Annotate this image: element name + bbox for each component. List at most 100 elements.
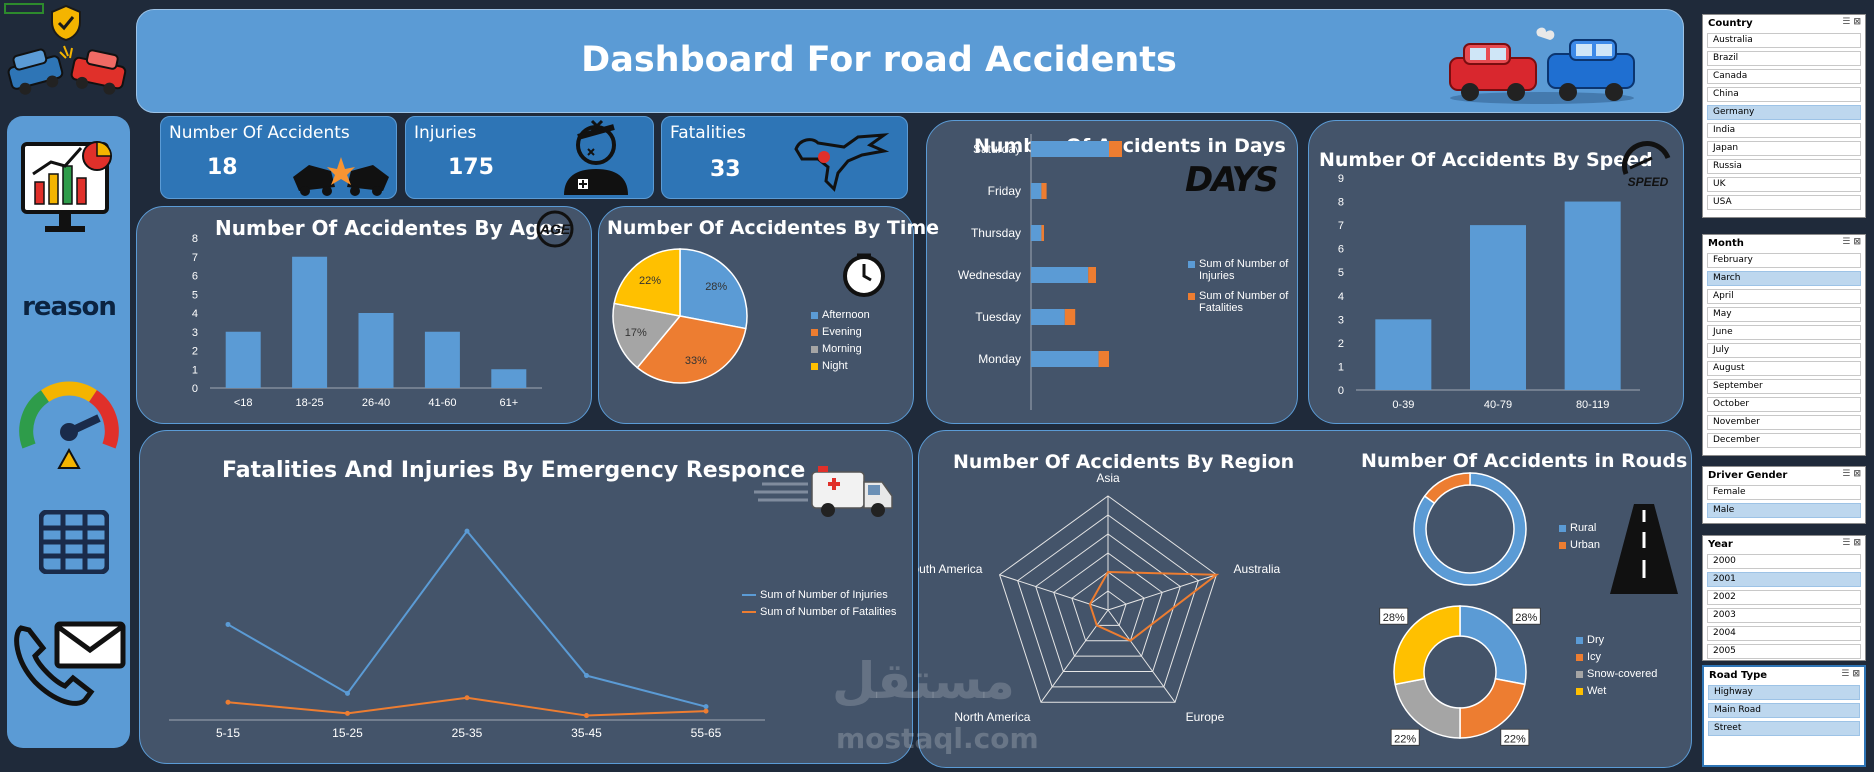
legend-swatch [1576, 636, 1583, 644]
radar-axis-label: North America [954, 710, 1030, 724]
legend-line [742, 594, 756, 596]
slicer-item[interactable]: October [1707, 397, 1861, 412]
slicer-item[interactable]: Main Road [1708, 703, 1860, 718]
pie-slice [1423, 472, 1471, 505]
y-tick-label: Wednesday [958, 268, 1021, 282]
slicer-item[interactable]: Germany [1707, 105, 1861, 120]
roads-chart-title: Number Of Accidents in Rouds [1361, 450, 1688, 472]
emergency-panel [139, 430, 913, 764]
gender-slicer-title: Driver Gender [1708, 470, 1788, 481]
age-badge-icon: AGE [529, 209, 581, 249]
y-tick-label: 7 [1338, 220, 1344, 232]
slicer-item[interactable]: 2001 [1707, 572, 1861, 587]
road-icon [1606, 502, 1682, 596]
multi-select-filter-icon[interactable]: ☰ ⊠ [1841, 669, 1860, 679]
slicer-item[interactable]: 2000 [1707, 554, 1861, 569]
chart-monitor-icon[interactable] [19, 134, 119, 244]
series-line [227, 529, 707, 708]
slicer-item[interactable]: March [1707, 271, 1861, 286]
slicer-item[interactable]: Male [1707, 503, 1861, 518]
kpi-fatalities-label: Fatalities [670, 123, 746, 143]
bar [424, 331, 460, 388]
slicer-item[interactable]: November [1707, 415, 1861, 430]
country-slicer-header: Country☰ ⊠ [1703, 15, 1865, 33]
emergency-legend: Sum of Number of Injuries Sum of Number … [742, 589, 896, 623]
speed-chart-title: Number Of Accidents By Speed [1319, 149, 1653, 171]
slicer-item[interactable]: 2002 [1707, 590, 1861, 605]
data-label: 17% [625, 327, 647, 339]
month-slicer-header: Month ☰ ⊠ [1703, 235, 1865, 253]
slicer-item[interactable]: China [1707, 87, 1861, 102]
month-slicer-title: Month [1708, 238, 1744, 249]
table-icon[interactable] [38, 509, 110, 575]
slicer-item[interactable]: 2004 [1707, 626, 1861, 641]
kpi-accidents: Number Of Accidents 18 [160, 116, 397, 199]
radar-spoke [1107, 574, 1217, 611]
slicer-item[interactable]: Female [1707, 485, 1861, 500]
slicer-item[interactable]: 2005 [1707, 644, 1861, 659]
speed-badge-icon: SPEED [1618, 140, 1676, 190]
kpi-injuries-label: Injuries [414, 123, 477, 143]
slicer-item[interactable]: August [1707, 361, 1861, 376]
multi-select-filter-icon[interactable]: ☰ ⊠ [1842, 237, 1861, 247]
bar [1564, 201, 1621, 390]
legend-item: Sum of Number of Injuries [742, 589, 896, 601]
slicer-item[interactable]: Russia [1707, 159, 1861, 174]
slicer-item[interactable]: Brazil [1707, 51, 1861, 66]
slicer-item[interactable]: USA [1707, 195, 1861, 210]
legend-item: Snow-covered [1576, 668, 1657, 680]
x-tick-label: 55-65 [691, 726, 722, 740]
data-point [225, 621, 231, 627]
bar [358, 313, 394, 388]
contact-icon[interactable] [11, 620, 127, 712]
legend-swatch [1576, 653, 1583, 661]
slicer-item[interactable]: February [1707, 253, 1861, 268]
bar [292, 256, 328, 388]
slicer-item[interactable]: May [1707, 307, 1861, 322]
kpi-fatalities: Fatalities 33 [661, 116, 908, 199]
age-badge-text: AGE [539, 221, 571, 237]
bar [1031, 351, 1099, 367]
kpi-injuries-value: 175 [448, 155, 494, 180]
slicer-item[interactable]: Australia [1707, 33, 1861, 48]
slicer-item[interactable]: 2003 [1707, 608, 1861, 623]
slicer-item[interactable]: December [1707, 433, 1861, 448]
legend-swatch [1576, 687, 1583, 695]
roads-legend: Rural Urban [1559, 522, 1600, 556]
slicer-item[interactable]: April [1707, 289, 1861, 304]
time-chart: 28%33%17%22% [612, 248, 748, 384]
slicer-item[interactable]: June [1707, 325, 1861, 340]
slicer-item[interactable]: India [1707, 123, 1861, 138]
radar-spoke [999, 574, 1109, 611]
bar [1031, 183, 1042, 199]
legend-swatch [1559, 541, 1566, 549]
data-point [345, 710, 350, 716]
y-tick-label: 1 [192, 364, 198, 376]
radar-gridline [1053, 552, 1163, 657]
slicer-item[interactable]: Japan [1707, 141, 1861, 156]
multi-select-filter-icon[interactable]: ☰ ⊠ [1842, 17, 1861, 27]
y-tick-label: 4 [192, 308, 198, 320]
slicer-item[interactable]: July [1707, 343, 1861, 358]
ages-chart-title: Number Of Accidentes By Ages [215, 216, 565, 240]
multi-select-filter-icon[interactable]: ☰ ⊠ [1842, 469, 1861, 479]
slicer-item[interactable]: Street [1708, 721, 1860, 736]
legend-label: Evening [822, 326, 862, 338]
bar [1031, 141, 1109, 157]
multi-select-filter-icon[interactable]: ☰ ⊠ [1842, 538, 1861, 548]
x-tick-label: 26-40 [362, 397, 390, 409]
speedometer-icon[interactable] [19, 374, 119, 474]
y-tick-label: Thursday [971, 226, 1021, 240]
bar [1088, 267, 1096, 283]
bar [1375, 319, 1432, 390]
bar [1031, 225, 1042, 241]
slicer-item[interactable]: UK [1707, 177, 1861, 192]
slicer-item[interactable]: Highway [1708, 685, 1860, 700]
slicer-item[interactable]: September [1707, 379, 1861, 394]
data-point [584, 673, 589, 679]
slicer-item[interactable]: Canada [1707, 69, 1861, 84]
